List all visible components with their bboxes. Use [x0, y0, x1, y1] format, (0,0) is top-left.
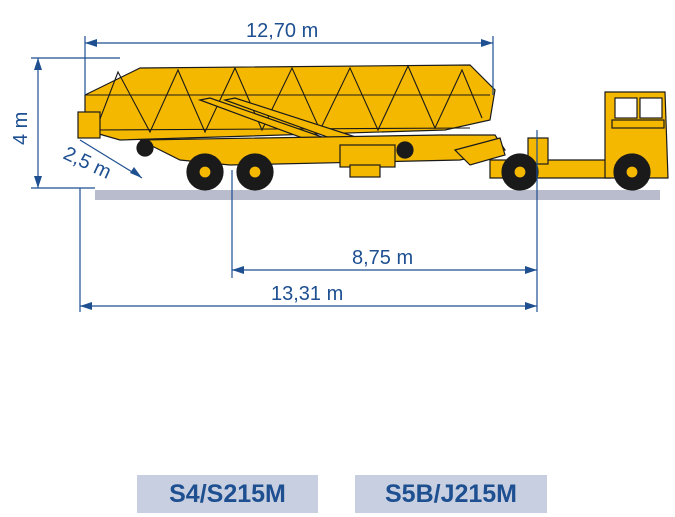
dim-label-height: 4 m — [10, 112, 32, 145]
folded-crane-trailer — [77, 64, 669, 191]
dim-overall-boom-length: 12,70 m — [84, 20, 494, 95]
dim-wheelbase: 8,75 m — [232, 247, 537, 274]
crane-transport-diagram: 12,70 m 4 m 2,5 m 8,75 m 13,31 m — [10, 20, 669, 312]
dim-label-boom-length: 12,70 m — [246, 20, 318, 42]
tractor-wheels — [501, 153, 651, 191]
dim-height: 4 m — [10, 57, 120, 189]
dim-label-wheelbase: 8,75 m — [352, 247, 413, 269]
model-tag-s4: S4/S215M — [137, 475, 318, 513]
dim-total-length: 13,31 m — [80, 283, 537, 310]
dim-label-total-length: 13,31 m — [271, 283, 343, 305]
dim-rear-overhang: 2,5 m — [60, 139, 143, 184]
trailer-wheels — [186, 153, 274, 191]
model-tag-s5b: S5B/J215M — [355, 475, 547, 513]
ground-line — [95, 190, 660, 200]
dim-label-rear-overhang: 2,5 m — [60, 143, 115, 184]
